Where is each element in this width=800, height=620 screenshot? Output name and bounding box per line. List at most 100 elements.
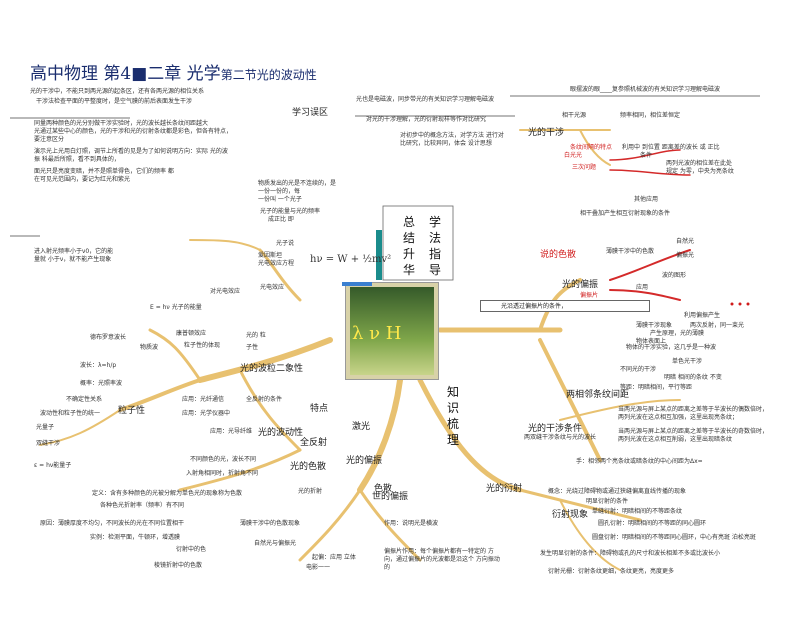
intro-line-2: 干涉法检查平面的平整度时，是空气膜的前后表面发生干涉 — [36, 98, 193, 105]
branch-main-down — [357, 377, 403, 493]
wp-item-5: 概率：光照率波 — [80, 380, 123, 387]
rm-6: 单色光干涉 — [672, 358, 703, 365]
wp-item-4: 波长：λ=h/p — [80, 362, 117, 369]
summary-box — [376, 205, 454, 281]
photon-item-1: 爱因斯坦 — [258, 252, 283, 259]
rm-10: 等距：明暗相间，平行等距 — [620, 384, 693, 391]
tr-8: 条件 — [640, 152, 653, 159]
diff-6: 圆盘衍射：明暗相间的不等距同心圆环，中心有亮斑 泊松亮斑 — [592, 534, 756, 541]
feature-2: 全反射 — [300, 438, 328, 448]
polar-4: 偏振片作用：每个偏振片都有一特定的 方向，通过偏振片的光波都是沿这个 方向振动的 — [384, 548, 500, 571]
photo-effect-label: 对光电效应 — [210, 288, 241, 295]
branch-red2 — [609, 289, 681, 301]
center-symbols: λ ν H — [352, 323, 402, 344]
refr-3: 色散 — [374, 484, 393, 494]
bd-2: 当两光源与屏上某点的距离之差等于半波长的奇数倍时，两列光波在这点相互削弱，这里出… — [618, 428, 769, 443]
page-subtitle: 第二节光的波动性 — [220, 68, 317, 82]
left-note-6: 在可见光范围内，要记为红光和紫光 — [34, 176, 131, 183]
rm-9: 两相邻条纹间距 — [566, 390, 630, 400]
app-3: 应用：光导纤维 — [210, 428, 253, 435]
photo-note-1: 一份一份的，每 — [258, 188, 301, 195]
wp-item-3: 粒子性的体现 — [184, 342, 221, 349]
branch-diff — [518, 488, 642, 522]
cd-7: 波的图形 — [662, 272, 687, 279]
feature-4: 光的色散 — [290, 462, 327, 472]
polar-branch: 世的偏振 — [372, 492, 409, 502]
tr-9: 两列光波的相位差在此处 — [666, 160, 733, 167]
top-center-2: 对初步中的概念方法，对学方法 进行对比研究，比较异同，体会 设计思想 — [400, 132, 504, 147]
left-mid-1: 量就 小于ν，就不能产生现象 — [34, 256, 112, 263]
center-accent-bar — [342, 282, 372, 286]
study-label: 学习误区 — [292, 108, 329, 118]
tf-4: 衍射中的色 — [176, 546, 207, 553]
polar-1: 起偏：应用 立体 — [312, 554, 356, 561]
left-note-5: 面光只是亮度变暗，并不是照单得色，它们的频率 都 — [34, 168, 174, 175]
tr-12: 相干叠加产生相互衍射现象的条件 — [580, 210, 671, 217]
left-note-0: 同量两种颜色的光分别做干涉实验时，光的波长越长条纹间距越大 — [34, 120, 209, 127]
quantum-0: 光量子 — [36, 424, 55, 431]
diff-8: 衍射光栅：衍射条纹更细，条纹更亮，亮度更多 — [548, 568, 675, 575]
tr-11: 其他应用 — [634, 196, 659, 203]
photon-item-2: 光电效应方程 — [258, 260, 295, 267]
tr-0: 眼摆波的眼____复参照机械波的有关知识学习理解电磁波 — [570, 86, 721, 93]
rm-0: 薄膜干涉现象 — [636, 322, 673, 329]
tf-2: 实例：检测平面，牛顿环，增透膜 — [90, 534, 181, 541]
branch-right-down — [538, 338, 602, 462]
cd-2: 光的偏振 — [562, 280, 599, 290]
knowledge-label: 知识梳理 — [446, 385, 459, 447]
cd-1: 薄膜干涉中的色散 — [606, 248, 655, 255]
refr-4: 定义：含有多种颜色的光被分解为单色光的现象称为色散 — [92, 490, 243, 497]
photon-energy: E = hν 光子的能量 — [150, 304, 202, 311]
tf-1: 原因：薄膜厚度不均匀，不同波长的光在不同位置相干 — [40, 520, 185, 527]
quantum-1: 双缝干涉 — [36, 440, 61, 447]
cd-0: 说的色散 — [540, 250, 577, 260]
left-note-3: 演示光上光用白灯照，调节上所看的见是为了如何说明方向：实际 光的波 — [34, 148, 228, 155]
wp-item-6: 不确定性关系 — [66, 396, 103, 403]
tr-4: 条纹间隔的特点 — [570, 144, 613, 151]
tr-5: 白光光 — [564, 152, 583, 159]
app-0: 应用：光纤通信 — [182, 396, 225, 403]
branch-photo-sub — [189, 239, 261, 251]
diff-5: 圆孔衍射：明暗相间的不等距的同心圆环 — [598, 520, 707, 527]
diff-1: 概念：光绕过障碍物或通过狭缝偏离直线传播的现象 — [548, 488, 687, 495]
branch-diff2 — [559, 499, 621, 571]
planck-eq: ε = hν能量子 — [34, 462, 72, 469]
cd-5: 自然光 — [676, 238, 695, 245]
photo-note-2: 一份叫 一个光子 — [258, 196, 302, 203]
diff-0: 光的衍射 — [486, 484, 523, 494]
tf-0: 各种色光折射率（频率）有不同 — [100, 502, 185, 509]
branch-polar — [298, 488, 362, 562]
center-image: λ ν H — [345, 282, 439, 380]
photoelectric-formula: hν = W + ½mv² — [310, 254, 392, 265]
feature-1: 激光 — [352, 422, 371, 432]
left-note-1: 光通过某些中心的颜色，光的干涉和光的衍射条纹都是彩色，但各有特点， — [34, 128, 233, 135]
diff-2: 明显衍射的条件 — [586, 498, 629, 505]
top-center-1: 对光的干涉理解，光的衍射现样等作对比研究 — [366, 116, 487, 123]
branch-wave — [238, 368, 302, 452]
branch-main-left — [197, 337, 333, 383]
tr-3: 相干光源 — [562, 112, 587, 119]
refr-2: 光的折射 — [298, 488, 323, 495]
left-mid-0: 进入射光频率小于ν0，它的能 — [34, 248, 114, 255]
wp-item-7: 波动性和粒子性的统一 — [40, 410, 101, 417]
bd-0: 光的干涉条件 — [528, 424, 583, 434]
rm-5: 物体的干涉实验，这几乎是一种波 — [626, 344, 717, 351]
tr-10: 规定 为零，中央为亮条纹 — [666, 168, 734, 175]
wp-item-9: 子性 — [246, 344, 259, 351]
diff-7: 发生明显衍射的条件：障碍物或孔的尺寸和波长相差不多或比波长小 — [540, 550, 721, 557]
branch-top-right2 — [579, 129, 611, 166]
refr-0: 不同颜色的光，波长不同 — [190, 456, 257, 463]
branch-red3 — [609, 149, 681, 161]
app-2: 应用：光学仪器中 — [182, 410, 231, 417]
rm-8: 明暗 相间的条纹 不变 — [664, 374, 722, 381]
photo-note-3: 光子的能量与光的频率 — [260, 208, 321, 215]
diff-4: 单缝衍射：明暗相间的不等距条纹 — [592, 508, 683, 515]
refr-1: 入射角相同时，折射角不同 — [186, 470, 259, 477]
summary-col-2: 学法指导 — [428, 215, 441, 277]
rm-3: 物体表面上 — [636, 338, 667, 345]
branch-right-up — [538, 278, 582, 332]
tf-3: 薄膜干涉中的色散现象 — [240, 520, 301, 527]
wp-item-1: 物质波 — [140, 344, 159, 351]
